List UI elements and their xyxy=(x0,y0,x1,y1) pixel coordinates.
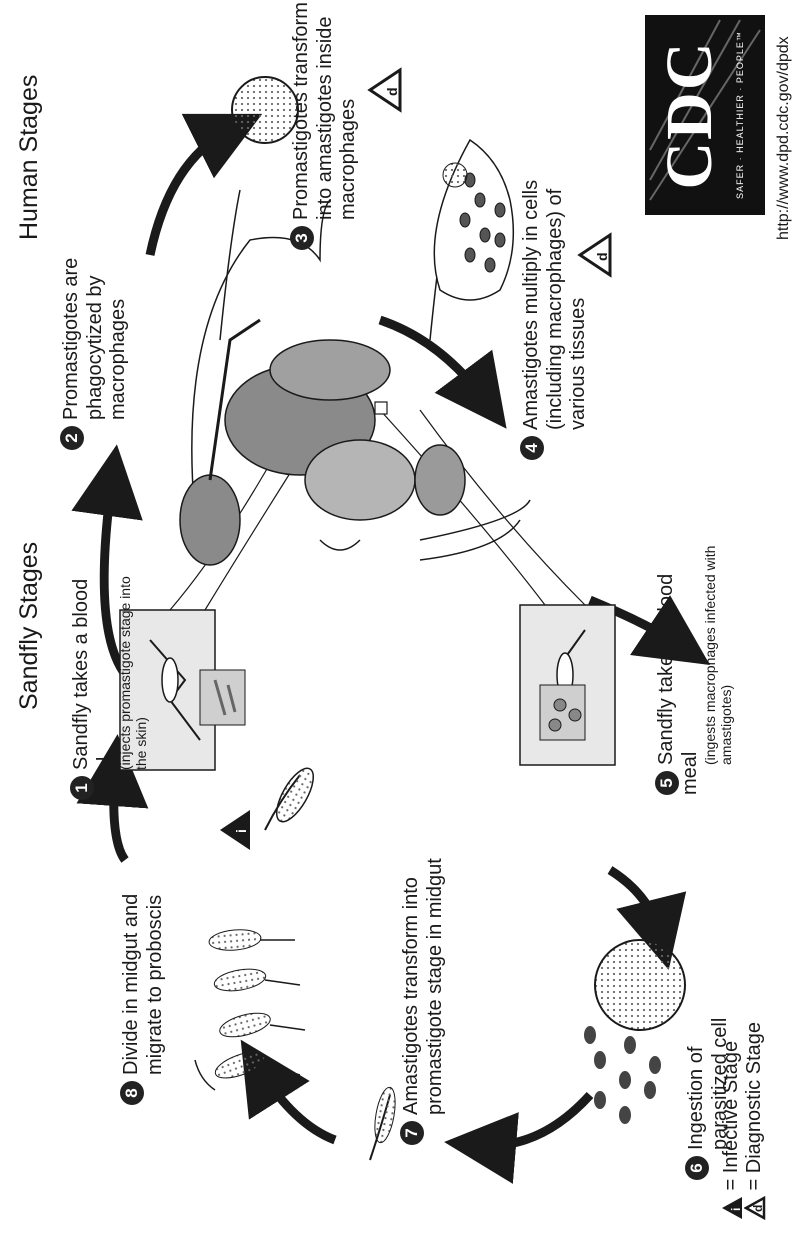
step-4-line: Amastigotes multiply in cells xyxy=(520,180,542,430)
step-number-badge: 2 xyxy=(60,426,84,450)
legend: i = Infective Stage d = Diagnostic Stage xyxy=(720,1000,766,1220)
step-5-label: 5Sandfly takes a blood meal (ingests mac… xyxy=(655,535,734,795)
step-1-label: 1Sandfly takes a blood meal (injects pro… xyxy=(70,560,149,800)
ingested-parasitized-cell xyxy=(584,940,685,1124)
step-3-label: 3 Promastigotes transform into amastigote… xyxy=(290,0,360,250)
step-4-label: 4 Amastigotes multiply in cells (includin… xyxy=(520,160,590,460)
arrow-2-to-3 xyxy=(150,130,230,255)
legend-diagnostic-text: = Diagnostic Stage xyxy=(743,1022,765,1190)
step-4-line: (including macrophages) of xyxy=(544,160,567,430)
step-4-line: various tissues xyxy=(567,160,590,430)
cdc-tagline: SAFER · HEALTHIER · PEOPLE™ xyxy=(735,15,745,215)
step-8-line: migrate to proboscis xyxy=(144,885,167,1075)
tissue-with-amastigotes xyxy=(434,140,513,300)
step-6-line: Ingestion of xyxy=(685,1047,707,1150)
step-7-line: Amastigotes transform into xyxy=(400,877,422,1115)
step-number-badge: 4 xyxy=(520,436,544,460)
step-5-subtext: (ingests macrophages infected with amast… xyxy=(702,535,734,765)
legend-infective: i = Infective Stage xyxy=(720,1000,743,1220)
step-number-badge: 7 xyxy=(400,1121,424,1145)
step-8-line: Divide in midgut and xyxy=(120,894,142,1075)
svg-text:d: d xyxy=(594,252,610,261)
step-2-line: phagocytized by xyxy=(84,240,107,420)
arrow-5-to-6 xyxy=(610,870,660,935)
legend-infective-text: = Infective Stage xyxy=(720,1041,742,1191)
infective-triangle-icon: i xyxy=(721,1196,743,1220)
sandfly-stages-header: Sandfly Stages xyxy=(15,542,44,710)
promastigote-illustration xyxy=(265,763,320,830)
diagnostic-stage-marker-3: d xyxy=(370,70,400,110)
step-1-subtext: (injects promastigote stage into the ski… xyxy=(117,560,149,770)
macrophage-with-amastigotes xyxy=(232,77,298,143)
step-2-label: 2 Promastigotes are phagocytized by macro… xyxy=(60,240,130,450)
step-3-line: Promastigotes transform xyxy=(290,2,312,220)
step-2-line: macrophages xyxy=(107,240,130,420)
arrow-7-to-8 xyxy=(260,1070,335,1140)
arrow-3-to-4 xyxy=(380,320,485,400)
step-3-line: macrophages xyxy=(337,0,360,220)
step-1-text: Sandfly takes a blood meal xyxy=(70,579,116,800)
step-3-line: into amastigotes inside xyxy=(314,0,337,220)
dividing-promastigotes xyxy=(195,928,305,1090)
step-number-badge: 5 xyxy=(655,771,679,795)
step-2-line: Promastigotes are xyxy=(60,258,82,420)
human-stages-header: Human Stages xyxy=(15,75,44,240)
diagnostic-triangle-icon: d xyxy=(744,1196,766,1220)
step-number-badge: 1 xyxy=(70,776,94,800)
svg-text:i: i xyxy=(729,1208,743,1211)
step-number-badge: 3 xyxy=(290,226,314,250)
step-5-text: Sandfly takes a blood meal xyxy=(655,574,701,795)
step-7-label: 7 Amastigotes transform into promastigote… xyxy=(400,845,447,1145)
step-7-line: promastigote stage in midgut xyxy=(424,845,447,1115)
infective-stage-marker-1: i xyxy=(220,810,250,850)
svg-text:d: d xyxy=(751,1205,765,1212)
source-url: http://www.dpd.cdc.gov/dpdx xyxy=(775,36,793,240)
legend-diagnostic: d = Diagnostic Stage xyxy=(743,1000,766,1220)
arrow-6-to-7 xyxy=(480,1095,590,1145)
step-number-badge: 6 xyxy=(685,1156,709,1180)
cdc-logo-text: CDC SAFER · HEALTHIER · PEOPLE™ xyxy=(645,15,765,215)
svg-text:i: i xyxy=(233,829,249,833)
midgut-promastigote xyxy=(370,1086,399,1160)
svg-text:d: d xyxy=(384,87,400,96)
step-8-label: 8 Divide in midgut and migrate to probosc… xyxy=(120,885,167,1105)
step-number-badge: 8 xyxy=(120,1081,144,1105)
cdc-wordmark: CDC xyxy=(645,15,735,215)
panel-sandfly-bite-5 xyxy=(520,605,615,765)
